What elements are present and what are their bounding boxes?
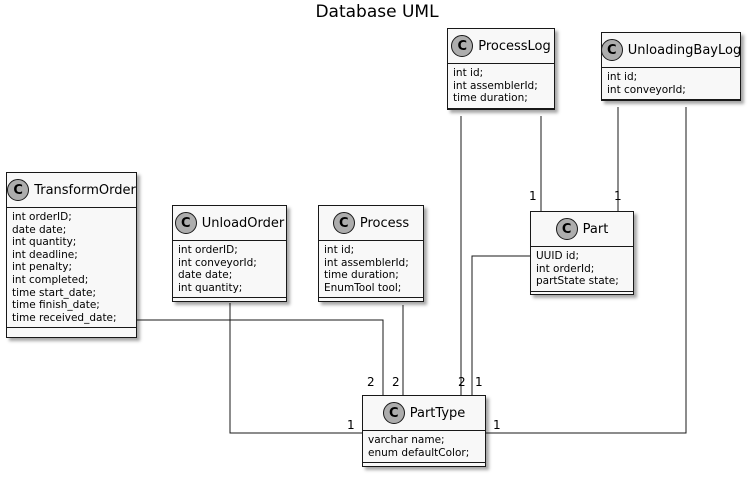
field: int orderID;: [12, 211, 72, 223]
field: time received_date;: [12, 311, 117, 324]
multiplicity-label: 2: [458, 375, 466, 389]
field: int orderId;: [536, 262, 595, 275]
multiplicity-label: 1: [475, 375, 483, 389]
link-transform-parttype: [137, 319, 384, 395]
field: int conveyorId;: [607, 83, 686, 96]
class-name: Process: [359, 215, 410, 231]
class-name: UnloadingBayLog: [627, 42, 742, 58]
class-icon: C: [174, 212, 197, 234]
field: varchar name;: [368, 434, 445, 446]
field: int assemblerId;: [453, 79, 538, 92]
field: partState state;: [536, 275, 619, 288]
field: date date;: [12, 223, 67, 236]
field: UUID id;: [536, 250, 580, 262]
multiplicity-label: 1: [614, 189, 622, 203]
class-name: TransformOrder: [34, 182, 136, 198]
multiplicity-label: 1: [493, 418, 501, 432]
multiplicity-label: 2: [392, 375, 400, 389]
link-part-parttype: [471, 255, 530, 395]
field: time start_date;: [12, 286, 96, 299]
field: int id;: [607, 71, 638, 83]
field: int quantity;: [178, 281, 243, 294]
field: int deadline;: [12, 248, 78, 261]
link-unload-parttype: [229, 303, 362, 434]
class-icon: C: [382, 402, 405, 424]
diagram-title: Database UML: [315, 2, 439, 22]
multiplicity-label: 1: [529, 189, 537, 203]
class-name: UnloadOrder: [201, 215, 285, 231]
class-name: ProcessLog: [478, 38, 551, 54]
class-name: Part: [582, 221, 609, 237]
field: time finish_date;: [12, 299, 100, 312]
class-icon: C: [7, 179, 30, 201]
multiplicity-label: 1: [347, 418, 355, 432]
class-icon: C: [555, 218, 578, 240]
field: int id;: [324, 244, 355, 256]
field: time duration;: [324, 269, 399, 282]
class-icon: C: [600, 39, 623, 61]
class-icon: C: [332, 212, 355, 234]
field: enum defaultColor;: [368, 446, 470, 459]
field: EnumTool tool;: [324, 281, 402, 294]
field: int orderID;: [178, 244, 238, 256]
link-unloadingbay-parttype: [486, 107, 687, 434]
class-icon: C: [451, 35, 474, 57]
field: int quantity;: [12, 236, 77, 249]
field: int penalty;: [12, 261, 73, 274]
class-name: PartType: [409, 405, 466, 421]
field: int completed;: [12, 273, 89, 286]
field: date date;: [178, 269, 233, 282]
field: int id;: [453, 67, 484, 79]
field: int conveyorId;: [178, 256, 257, 269]
field: time duration;: [453, 92, 528, 105]
multiplicity-label: 2: [367, 375, 375, 389]
field: int assemblerId;: [324, 256, 409, 269]
